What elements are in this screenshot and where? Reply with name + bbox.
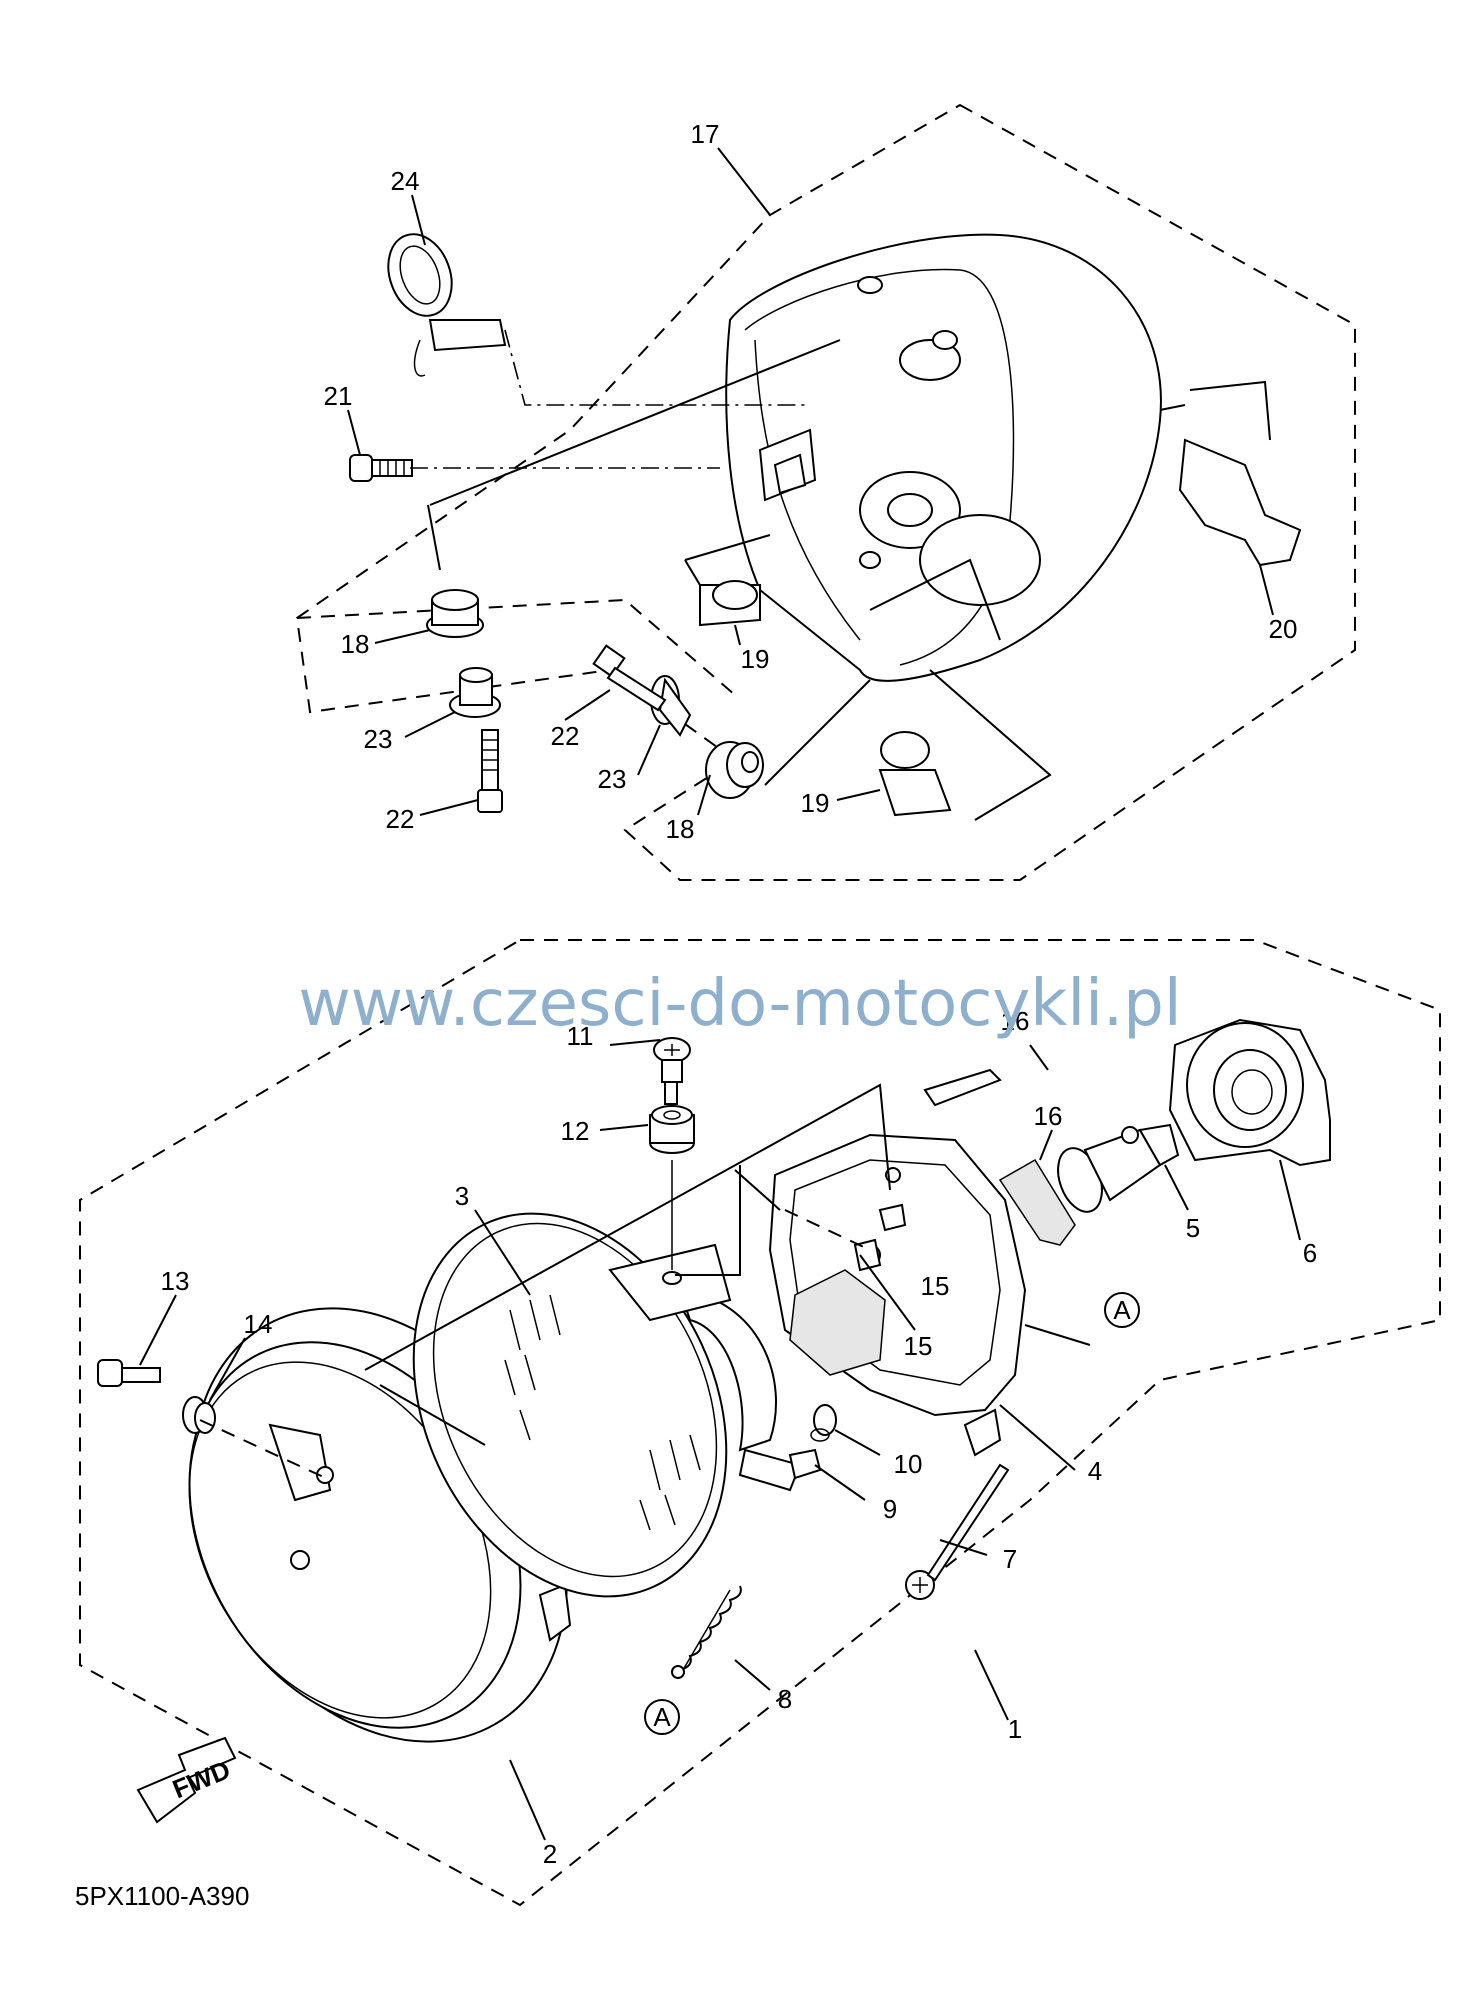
upper-leader-lines (410, 329, 1271, 821)
lens-unit (412, 1212, 802, 1598)
label-21: 21 (324, 381, 353, 411)
label-4: 4 (1088, 1456, 1102, 1486)
bolt-21 (349, 454, 413, 482)
label-16a: 16 (1001, 1006, 1030, 1036)
bracket-20 (1178, 438, 1302, 567)
bolt-22-upper (592, 644, 667, 712)
label-15a: 15 (921, 1271, 950, 1301)
cable-clip-24 (387, 233, 507, 377)
adjusting-screw-7 (905, 1463, 1010, 1600)
label-19a: 19 (741, 644, 770, 674)
watermark-url: www.czesci-do-motocykli.pl (298, 967, 1181, 1041)
label-10: 10 (894, 1449, 923, 1479)
nut-10 (810, 1404, 837, 1442)
sub-boundary (296, 598, 736, 696)
label-17: 17 (691, 119, 720, 149)
reference-marker-a-lower: A (644, 1699, 680, 1735)
diagram-code: 5PX1100-A390 (75, 1881, 249, 1911)
label-24: 24 (391, 166, 420, 196)
spring-8 (671, 1585, 742, 1679)
reference-marker-a-upper: A (1104, 1292, 1140, 1328)
label-16b: 16 (1034, 1101, 1063, 1131)
socket-cover-6 (1168, 1018, 1331, 1167)
grommet-12 (649, 1105, 695, 1154)
label-20: 20 (1269, 614, 1298, 644)
collar-23-left (449, 667, 501, 718)
label-1: 1 (1008, 1714, 1022, 1744)
label-23b: 23 (598, 764, 627, 794)
label-12: 12 (561, 1116, 590, 1146)
bulb-5 (1057, 1123, 1180, 1213)
label-5: 5 (1186, 1213, 1200, 1243)
label-22b: 22 (386, 804, 415, 834)
fwd-arrow: FWD (136, 1736, 237, 1824)
clip-19-upper (699, 580, 761, 627)
headlight-case (768, 1133, 1027, 1457)
label-13: 13 (161, 1266, 190, 1296)
clip-15-lower (853, 1238, 882, 1272)
label-7: 7 (1003, 1544, 1017, 1574)
cover-16-upper (923, 1068, 1002, 1107)
label-18a: 18 (341, 629, 370, 659)
label-23a: 23 (364, 724, 393, 754)
screw-11 (653, 1037, 691, 1105)
label-leaders (139, 147, 1301, 1841)
svg-text:A: A (653, 1702, 671, 1732)
label-11: 11 (567, 1021, 594, 1051)
cover-16-lower (998, 1158, 1076, 1246)
label-22a: 22 (551, 721, 580, 751)
screw-13 (97, 1359, 161, 1387)
svg-text:A: A (1113, 1295, 1131, 1325)
grommet-18-left (426, 589, 484, 638)
label-6: 6 (1303, 1238, 1317, 1268)
group-1-boundary (79, 939, 1441, 1907)
label-15b: 15 (904, 1331, 933, 1361)
bolt-22-lower (477, 729, 503, 813)
clip-15-upper (878, 1203, 907, 1232)
label-8: 8 (778, 1684, 792, 1714)
grommet-18-right (705, 741, 764, 799)
grommet-14 (182, 1396, 216, 1434)
headlight-housing (725, 233, 1162, 682)
label-14: 14 (244, 1309, 273, 1339)
label-9: 9 (883, 1494, 897, 1524)
label-19b: 19 (801, 788, 830, 818)
label-18b: 18 (666, 814, 695, 844)
label-3: 3 (455, 1181, 469, 1211)
socket-9 (788, 1448, 822, 1480)
label-2: 2 (543, 1839, 557, 1869)
clip-19-lower (878, 731, 952, 817)
lower-leader-lines (199, 1083, 1091, 1481)
